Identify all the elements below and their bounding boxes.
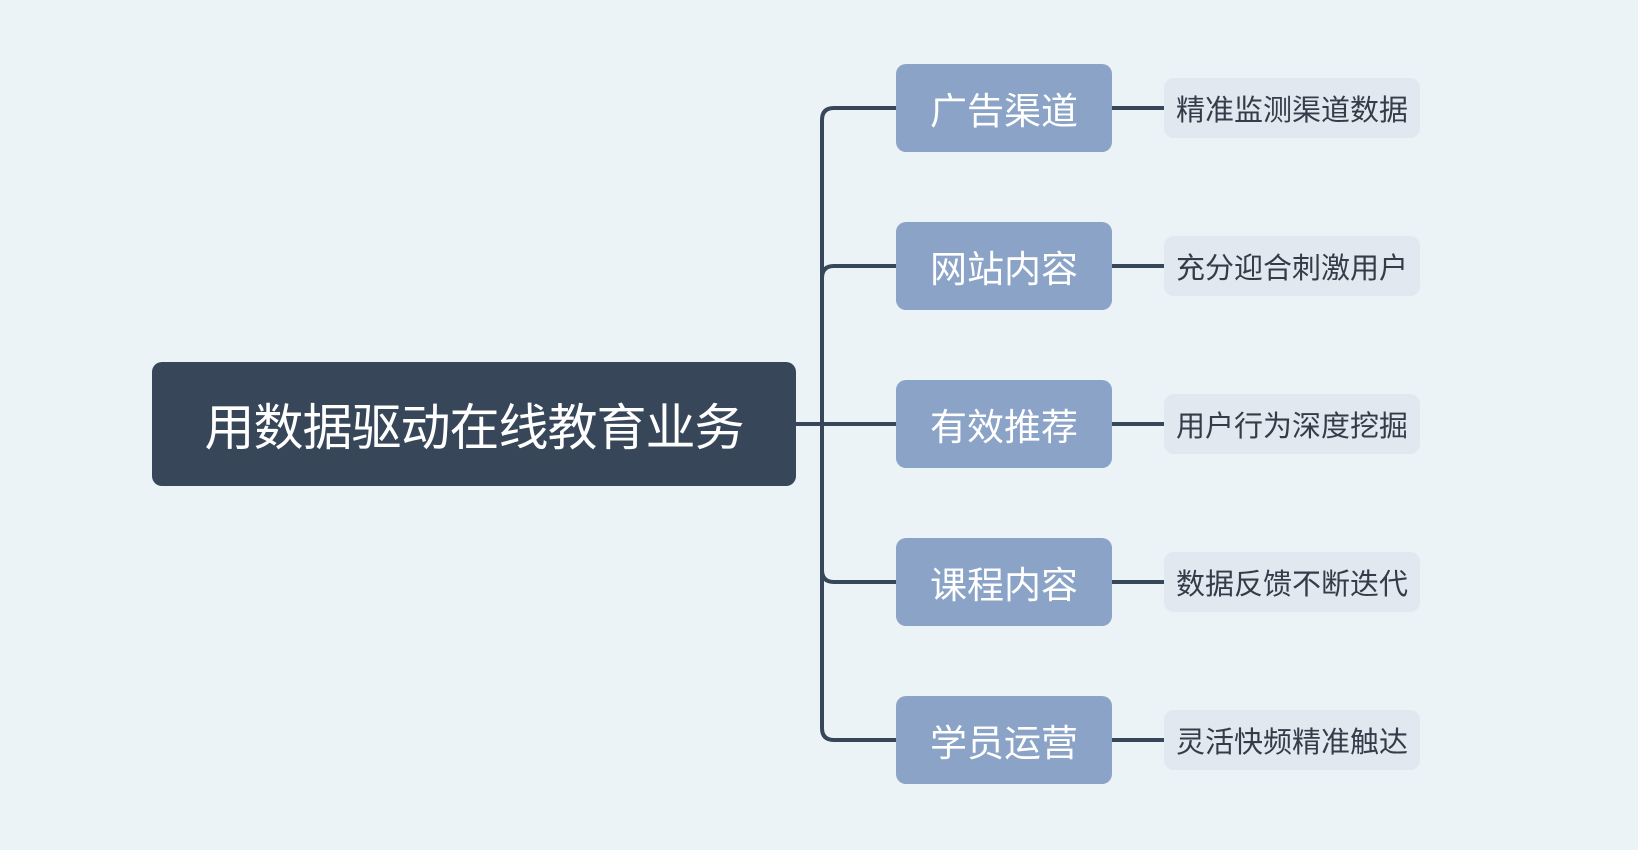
branch-topic-3[interactable]: 有效推荐 [896,380,1112,468]
detail-topic-5[interactable]: 灵活快频精准触达 [1164,710,1421,770]
branch-connector-2 [820,264,898,426]
branch-topic-label: 课程内容 [930,564,1078,607]
branch-topic-label: 广告渠道 [930,90,1078,133]
detail-topic-2[interactable]: 充分迎合刺激用户 [1164,236,1421,296]
root-topic[interactable]: 用数据驱动在线教育业务 [152,362,796,486]
branch-connector-4 [820,422,898,584]
detail-topic-4[interactable]: 数据反馈不断迭代 [1164,552,1421,612]
branch-topic-1[interactable]: 广告渠道 [896,64,1112,152]
branch-topic-4[interactable]: 课程内容 [896,538,1112,626]
detail-topic-label: 精准监测渠道数据 [1176,93,1409,127]
branch-topic-5[interactable]: 学员运营 [896,696,1112,784]
detail-topic-1[interactable]: 精准监测渠道数据 [1164,78,1421,138]
detail-topic-label: 数据反馈不断迭代 [1176,567,1409,601]
branch-topic-label: 有效推荐 [930,406,1078,449]
branch-connector-5 [820,422,898,742]
detail-topic-3[interactable]: 用户行为深度挖掘 [1164,394,1421,454]
detail-topic-label: 灵活快频精准触达 [1176,725,1409,759]
detail-topic-label: 充分迎合刺激用户 [1176,251,1409,285]
root-topic-label: 用数据驱动在线教育业务 [204,399,745,457]
branch-topic-label: 学员运营 [930,722,1078,765]
branch-connector-1 [820,106,898,426]
branch-topic-label: 网站内容 [930,248,1078,291]
detail-topic-label: 用户行为深度挖掘 [1176,409,1409,443]
branch-topic-2[interactable]: 网站内容 [896,222,1112,310]
